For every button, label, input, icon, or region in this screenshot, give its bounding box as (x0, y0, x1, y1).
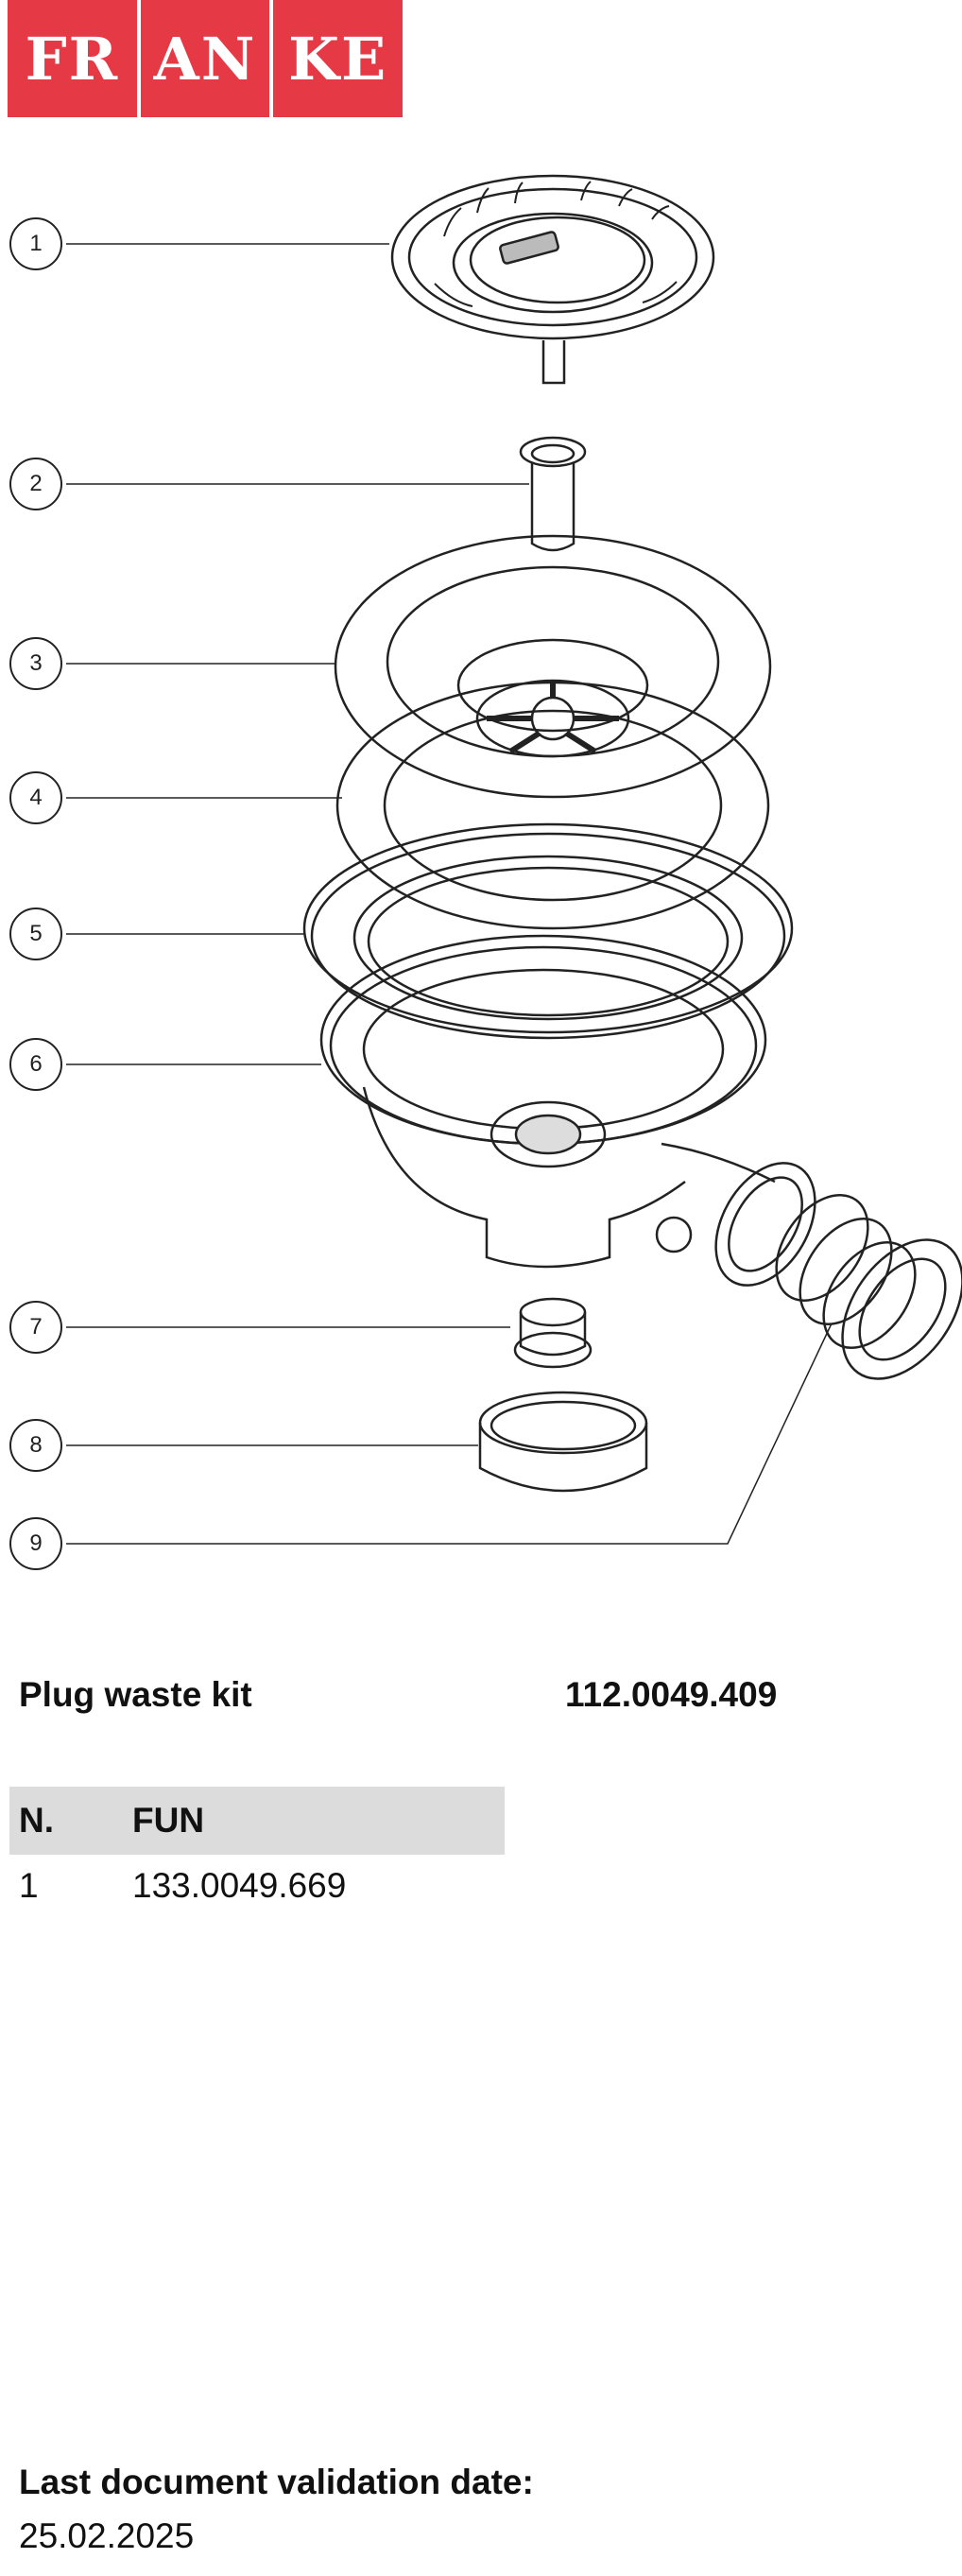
cell-number: 1 (19, 1866, 39, 1905)
parts-table: N. FUN 1 133.0049.669 (9, 1787, 505, 1917)
washer-part (335, 681, 770, 930)
callout-2: 2 (9, 458, 62, 510)
sink-flange-part (334, 534, 772, 799)
corrugated-hose-part (775, 1194, 962, 1380)
kit-code: 112.0049.409 (565, 1675, 778, 1714)
waste-body-part (319, 934, 816, 1287)
callout-7: 7 (9, 1301, 62, 1354)
callout-3: 3 (9, 637, 62, 690)
callout-5: 5 (9, 908, 62, 960)
callout-6: 6 (9, 1038, 62, 1091)
brand-logo: FR AN KE (8, 0, 404, 117)
table-header-row: N. FUN (9, 1787, 505, 1855)
overflow-tube-part (519, 436, 587, 552)
column-header-fun: FUN (123, 1787, 505, 1855)
kit-title: Plug waste kit (19, 1675, 252, 1714)
exploded-view-drawing (66, 174, 962, 1545)
cell-fun: 133.0049.669 (132, 1866, 347, 1905)
validation-label: Last document validation date: (19, 2463, 534, 2501)
callout-1: 1 (9, 217, 62, 270)
logo-segment: AN (140, 0, 270, 117)
logo-segment: KE (273, 0, 404, 117)
leader-line-9 (66, 1323, 833, 1545)
callout-9: 9 (9, 1517, 62, 1570)
validation-date: 25.02.2025 (19, 2516, 195, 2555)
callout-4: 4 (9, 771, 62, 824)
logo-segment: FR (8, 0, 137, 117)
seal-ring-part (302, 822, 794, 1040)
column-header-number: N. (9, 1787, 123, 1855)
callout-8: 8 (9, 1419, 62, 1472)
small-cap-part (513, 1297, 593, 1369)
table-row: 1 133.0049.669 (9, 1855, 505, 1917)
strainer-basket-part (390, 174, 715, 385)
cup-part (478, 1391, 648, 1493)
